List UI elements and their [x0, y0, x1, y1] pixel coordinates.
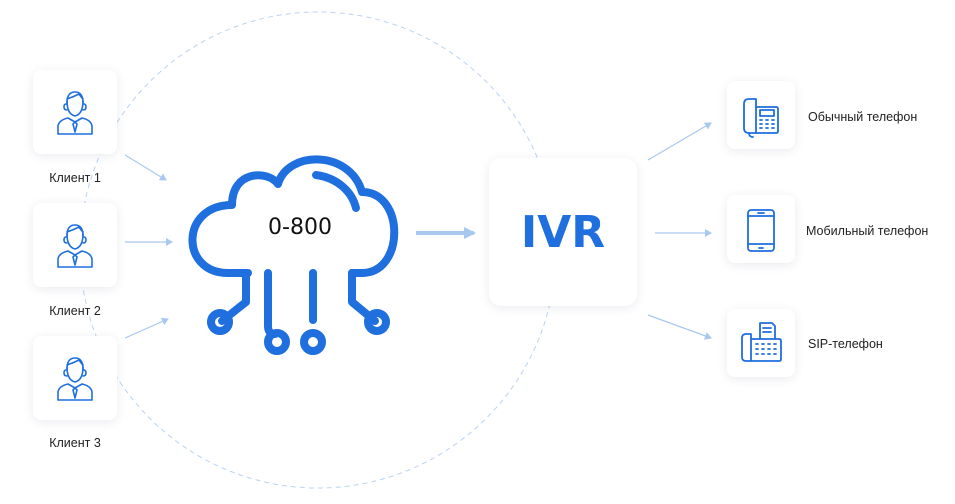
client-card-3: [33, 336, 117, 420]
person-icon: [57, 224, 93, 268]
sip-phone-icon: [741, 322, 782, 362]
cloud-number: 0-800: [268, 215, 332, 240]
arrow-ivr-sip-phone: [647, 314, 712, 340]
device-label-desk-phone: Обычный телефон: [808, 110, 918, 124]
device-card-desk-phone: [727, 81, 795, 149]
ivr-label: IVR: [520, 206, 606, 258]
client-label-2: Клиент 2: [49, 304, 101, 318]
arrow-client1-cloud: [124, 154, 167, 181]
client-card-1: [33, 70, 117, 154]
mobile-phone-icon: [747, 209, 775, 252]
device-card-mobile-phone: [727, 195, 795, 263]
arrow-ivr-desk-phone: [647, 122, 712, 161]
ivr-card: IVR: [489, 158, 637, 306]
device-card-sip-phone: [727, 309, 795, 377]
person-icon: [57, 91, 93, 135]
arrow-client3-cloud: [124, 317, 169, 339]
device-label-mobile-phone: Мобильный телефон: [806, 224, 929, 238]
client-label-3: Клиент 3: [49, 436, 101, 450]
person-icon: [57, 357, 93, 401]
client-card-2: [33, 203, 117, 287]
client-label-1: Клиент 1: [49, 171, 101, 185]
desk-phone-icon: [743, 98, 779, 138]
device-label-sip-phone: SIP-телефон: [808, 337, 883, 351]
